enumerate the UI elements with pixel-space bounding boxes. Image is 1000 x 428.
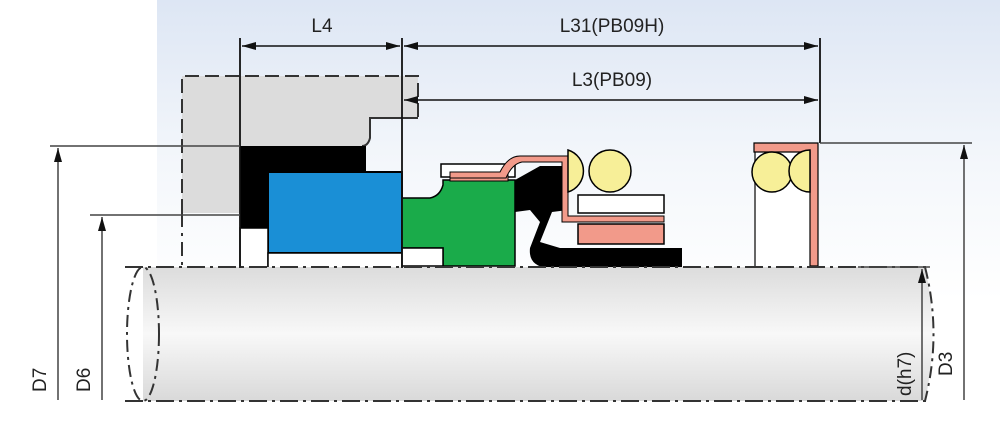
label-d-h7: d(h7) xyxy=(895,352,916,396)
label-D6: D6 xyxy=(74,368,95,392)
rear-spring-retainer xyxy=(751,142,819,267)
label-L31: L31(PB09H) xyxy=(560,16,665,37)
dimension-lines-vertical xyxy=(50,142,972,400)
rotating-unit xyxy=(401,148,682,268)
dimension-lines-horizontal xyxy=(239,38,821,268)
shaft xyxy=(125,266,935,402)
label-D3: D3 xyxy=(936,352,957,376)
label-L4: L4 xyxy=(311,16,333,37)
stationary-seat xyxy=(239,146,403,269)
label-D7: D7 xyxy=(30,368,51,392)
label-L3: L3(PB09) xyxy=(572,70,652,91)
